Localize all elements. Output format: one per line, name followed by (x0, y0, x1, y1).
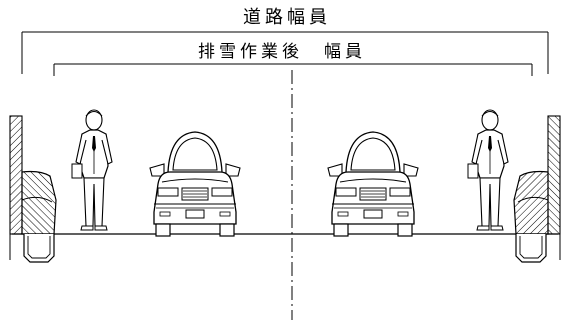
road-width-label: 道路幅員 (222, 9, 352, 27)
after-snow-width-label: 排雪作業後 幅員 (168, 44, 396, 61)
right-curb (513, 115, 561, 263)
right-pedestrian (467, 109, 509, 231)
right-car (327, 131, 419, 237)
after-snow-width-dimension (53, 63, 533, 76)
road-width-dimension (21, 31, 549, 74)
left-pedestrian (71, 109, 113, 231)
left-car (149, 131, 241, 237)
left-curb (9, 115, 57, 263)
